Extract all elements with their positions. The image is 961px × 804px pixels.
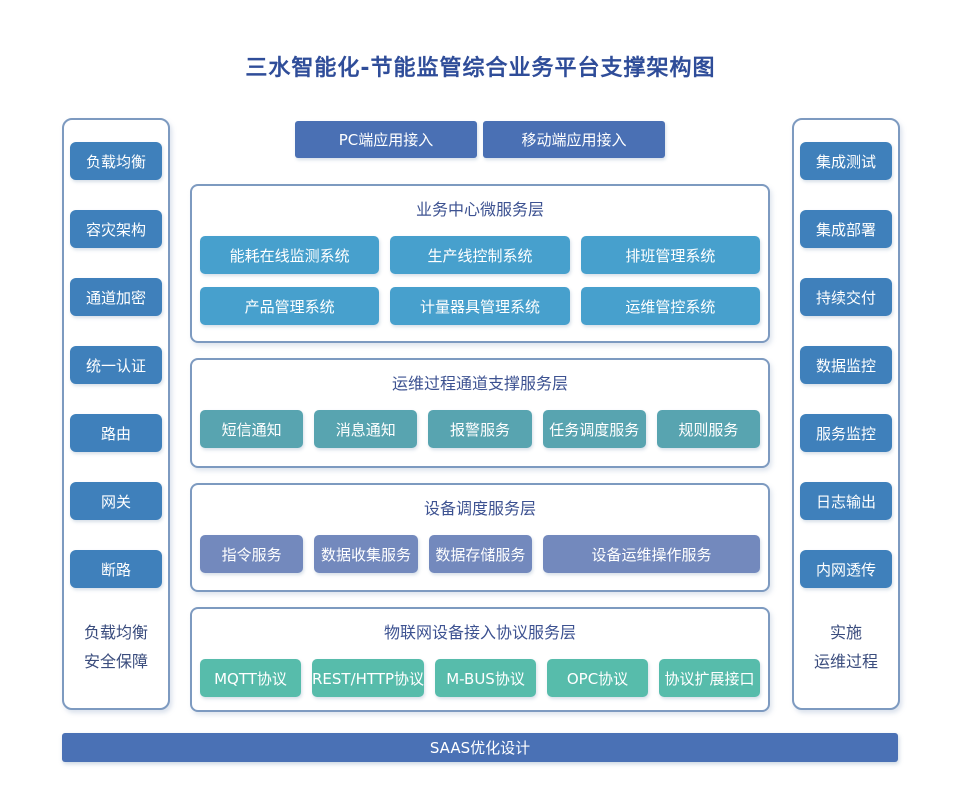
client-access-row: PC端应用接入移动端应用接入	[190, 121, 770, 158]
left-sidebar-box: 网关	[70, 482, 162, 520]
left-sidebar: 负载均衡容灾架构通道加密统一认证路由网关断路 负载均衡 安全保障	[62, 118, 170, 710]
right-caption-line-2: 运维过程	[813, 652, 878, 671]
service-box: 能耗在线监测系统	[200, 236, 380, 274]
service-box: 数据收集服务	[314, 535, 418, 573]
layer-title: 业务中心微服务层	[415, 200, 544, 219]
service-box: 生产线控制系统	[390, 236, 570, 274]
page-title: 三水智能化-节能监管综合业务平台支撑架构图	[245, 56, 716, 81]
right-sidebar-box: 内网透传	[800, 550, 892, 588]
layer-rows: MQTT协议 REST/HTTP协议 M-BUS协议 OPC协议协议扩展接口	[192, 659, 768, 697]
service-box: 报警服务	[428, 410, 532, 448]
layer-rows: 能耗在线监测系统生产线控制系统排班管理系统产品管理系统计量器具管理系统运维管控系…	[192, 236, 768, 325]
right-sidebar-box: 服务监控	[800, 414, 892, 452]
layer-business-microservices: 业务中心微服务层 能耗在线监测系统生产线控制系统排班管理系统产品管理系统计量器具…	[190, 184, 770, 343]
service-box: 消息通知	[314, 410, 418, 448]
layer-title: 运维过程通道支撑服务层	[391, 374, 568, 393]
layer-button-row: 指令服务数据收集服务数据存储服务设备运维操作服务	[200, 535, 760, 573]
left-sidebar-caption: 负载均衡 安全保障	[64, 618, 168, 676]
service-box: REST/HTTP协议	[312, 659, 425, 697]
service-box: 任务调度服务	[542, 410, 646, 448]
right-caption-line-1: 实施	[829, 623, 862, 642]
service-box: 排班管理系统	[580, 236, 760, 274]
service-box: OPC协议	[547, 659, 649, 697]
service-box: 数据存储服务	[428, 535, 532, 573]
right-sidebar-box: 日志输出	[800, 482, 892, 520]
left-sidebar-box: 统一认证	[70, 346, 162, 384]
layer-ops-channel-support: 运维过程通道支撑服务层 短信通知消息通知报警服务任务调度服务规则服务	[190, 358, 770, 468]
layer-button-row: 能耗在线监测系统生产线控制系统排班管理系统	[200, 236, 760, 274]
right-sidebar: 集成测试集成部署持续交付数据监控服务监控日志输出内网透传 实施 运维过程	[792, 118, 900, 710]
service-box: 短信通知	[200, 410, 304, 448]
right-sidebar-box: 集成测试	[800, 142, 892, 180]
right-sidebar-box: 集成部署	[800, 210, 892, 248]
client-access-box: PC端应用接入	[295, 121, 477, 158]
left-caption-line-1: 负载均衡	[83, 623, 148, 642]
service-box: 设备运维操作服务	[542, 535, 760, 573]
saas-bar: SAAS优化设计	[62, 733, 898, 762]
service-box: 规则服务	[656, 410, 761, 448]
layer-rows: 短信通知消息通知报警服务任务调度服务规则服务	[192, 410, 768, 448]
left-sidebar-box: 路由	[70, 414, 162, 452]
layer-button-row: 短信通知消息通知报警服务任务调度服务规则服务	[200, 410, 761, 448]
right-sidebar-box: 数据监控	[800, 346, 892, 384]
service-box: 指令服务	[200, 535, 304, 573]
layer-rows: 指令服务数据收集服务数据存储服务设备运维操作服务	[192, 535, 768, 573]
left-sidebar-box: 断路	[70, 550, 162, 588]
layer-title: 设备调度服务层	[423, 499, 536, 518]
left-sidebar-list: 负载均衡容灾架构通道加密统一认证路由网关断路	[64, 120, 168, 588]
service-box: M-BUS协议	[435, 659, 537, 697]
client-access-box: 移动端应用接入	[483, 121, 665, 158]
service-box: 协议扩展接口	[659, 659, 761, 697]
layer-button-row: 产品管理系统计量器具管理系统运维管控系统	[200, 287, 760, 325]
layer-iot-protocol-access: 物联网设备接入协议服务层 MQTT协议 REST/HTTP协议 M-BUS协议 OPC…	[190, 607, 770, 712]
service-box: 产品管理系统	[200, 287, 380, 325]
service-box: 运维管控系统	[580, 287, 760, 325]
layer-button-row: MQTT协议 REST/HTTP协议 M-BUS协议 OPC协议协议扩展接口	[200, 659, 761, 697]
service-box: MQTT协议	[200, 659, 301, 697]
right-sidebar-box: 持续交付	[800, 278, 892, 316]
right-sidebar-caption: 实施 运维过程	[794, 618, 898, 676]
left-sidebar-box: 通道加密	[70, 278, 162, 316]
service-box: 计量器具管理系统	[390, 287, 570, 325]
left-caption-line-2: 安全保障	[83, 652, 148, 671]
layer-device-scheduling: 设备调度服务层 指令服务数据收集服务数据存储服务设备运维操作服务	[190, 483, 770, 592]
left-sidebar-box: 负载均衡	[70, 142, 162, 180]
right-sidebar-list: 集成测试集成部署持续交付数据监控服务监控日志输出内网透传	[794, 120, 898, 588]
layer-title: 物联网设备接入协议服务层	[383, 623, 576, 642]
left-sidebar-box: 容灾架构	[70, 210, 162, 248]
